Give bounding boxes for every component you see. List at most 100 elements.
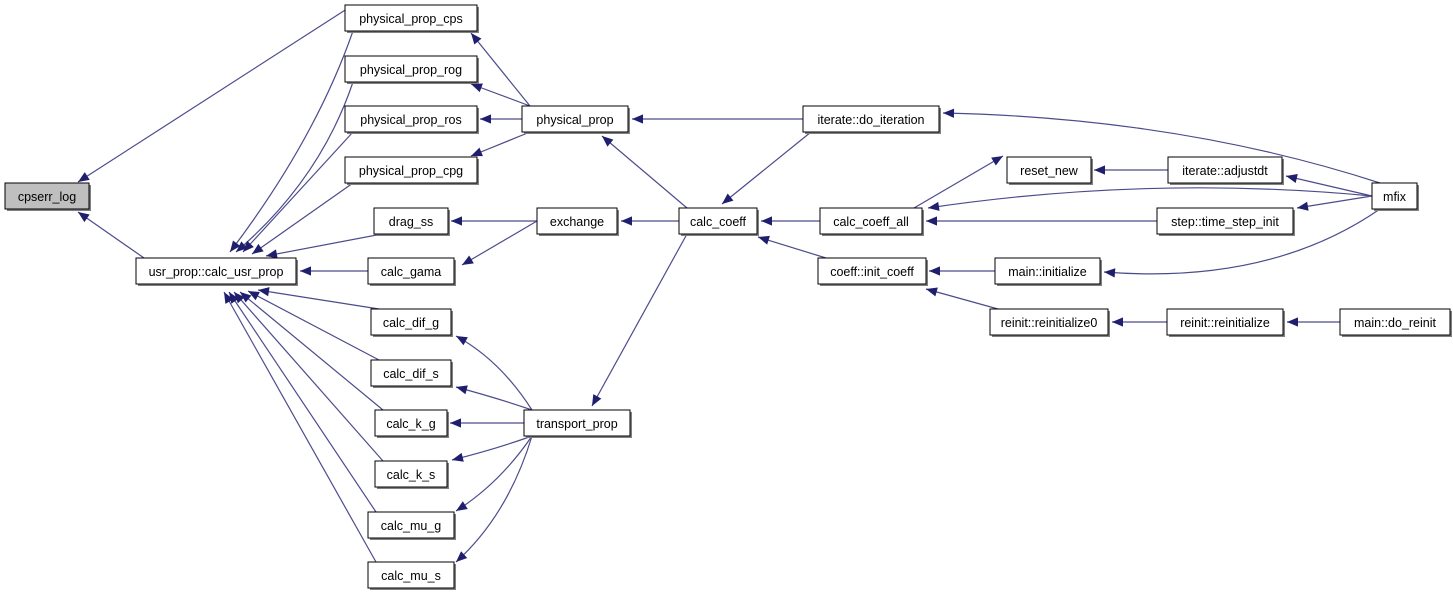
node-calc_coeff_all[interactable]: calc_coeff_all [819, 207, 924, 236]
edge-arrowhead [1286, 174, 1298, 183]
node-rect[interactable] [802, 105, 940, 133]
edge-path [223, 291, 377, 563]
node-main_initialize[interactable]: main::initialize [994, 257, 1102, 286]
edge-arrowhead [758, 235, 770, 245]
node-rect[interactable] [819, 207, 923, 235]
edge-path [925, 288, 999, 310]
edge-arrowhead [929, 266, 940, 276]
node-physical_prop[interactable]: physical_prop [521, 105, 630, 134]
node-rect[interactable] [1006, 156, 1092, 184]
node-usr_prop_calc_usr_prop[interactable]: usr_prop::calc_usr_prop [135, 257, 298, 286]
edge-arrowhead [602, 136, 614, 147]
node-transport_prop[interactable]: transport_prop [523, 409, 632, 438]
node-rect[interactable] [344, 55, 478, 83]
node-exchange[interactable]: exchange [536, 207, 619, 236]
node-drag_ss[interactable]: drag_ss [373, 207, 450, 236]
node-reinit_reinitialize[interactable]: reinit::reinitialize [1166, 308, 1285, 337]
node-calc_k_g[interactable]: calc_k_g [374, 409, 449, 438]
edge-path [455, 435, 533, 512]
node-rect[interactable] [1371, 182, 1418, 210]
node-rect[interactable] [989, 308, 1109, 336]
node-rect[interactable] [523, 409, 631, 437]
node-cpserr_log[interactable]: cpserr_log [4, 182, 91, 211]
edge-arrowhead [78, 212, 90, 223]
node-label: physical_prop_cps [359, 12, 463, 26]
edge-path [228, 291, 377, 513]
edge-physical_prop-to-physical_prop_ros [480, 114, 522, 124]
node-rect[interactable] [374, 409, 448, 437]
node-calc_gama[interactable]: calc_gama [367, 257, 456, 286]
node-rect[interactable] [374, 460, 448, 488]
edge-transport_prop-to-calc_k_g [450, 418, 524, 428]
edge-path [451, 435, 533, 461]
node-rect[interactable] [1166, 308, 1284, 336]
node-rect[interactable] [817, 257, 927, 285]
edge-path [77, 211, 145, 259]
node-calc_coeff[interactable]: calc_coeff [678, 207, 759, 236]
node-calc_k_s[interactable]: calc_k_s [374, 460, 449, 489]
edge-arrowhead [456, 336, 468, 346]
node-physical_prop_ros[interactable]: physical_prop_ros [344, 105, 479, 134]
node-rect[interactable] [367, 561, 455, 589]
node-rect[interactable] [994, 257, 1101, 285]
node-rect[interactable] [373, 207, 449, 235]
node-label: transport_prop [536, 417, 617, 431]
node-rect[interactable] [367, 511, 455, 539]
edge-transport_prop-to-calc_mu_s [455, 435, 533, 563]
node-main_do_reinit[interactable]: main::do_reinit [1339, 308, 1452, 337]
node-coeff_init_coeff[interactable]: coeff::init_coeff [817, 257, 928, 286]
node-rect[interactable] [370, 359, 452, 387]
node-calc_dif_g[interactable]: calc_dif_g [370, 308, 453, 337]
edge-arrowhead [234, 292, 245, 304]
edge-arrowhead [471, 33, 482, 45]
node-rect[interactable] [135, 257, 297, 285]
edge-calc_coeff-to-transport_prop [591, 233, 688, 407]
node-step_time_step_init[interactable]: step::time_step_init [1156, 207, 1295, 236]
node-rect[interactable] [1167, 156, 1283, 184]
edge-arrowhead [224, 292, 234, 304]
node-rect[interactable] [367, 257, 455, 285]
edge-calc_k_g-to-usr_prop_calc_usr_prop [239, 291, 384, 411]
node-physical_prop_cpg[interactable]: physical_prop_cpg [344, 156, 479, 185]
node-physical_prop_rog[interactable]: physical_prop_rog [344, 55, 479, 84]
node-reinit_reinitialize0[interactable]: reinit::reinitialize0 [989, 308, 1110, 337]
node-calc_dif_s[interactable]: calc_dif_s [370, 359, 453, 388]
node-iterate_do_iteration[interactable]: iterate::do_iteration [802, 105, 941, 134]
node-label: main::initialize [1008, 265, 1087, 279]
node-rect[interactable] [344, 4, 478, 32]
edge-calc_gama-to-usr_prop_calc_usr_prop [300, 266, 368, 276]
node-label: calc_mu_s [381, 569, 441, 583]
edge-calc_dif_g-to-usr_prop_calc_usr_prop [257, 287, 380, 310]
node-physical_prop_cps[interactable]: physical_prop_cps [344, 4, 479, 33]
edge-calc_coeff_all-to-reset_new [913, 155, 1004, 209]
edge-arrowhead [456, 501, 468, 511]
node-label: calc_k_g [386, 417, 435, 431]
edge-arrowhead [943, 108, 955, 118]
edge-path [235, 81, 354, 253]
node-rect[interactable] [536, 207, 618, 235]
node-calc_mu_g[interactable]: calc_mu_g [367, 511, 456, 540]
node-reset_new[interactable]: reset_new [1006, 156, 1093, 185]
node-iterate_adjustdt[interactable]: iterate::adjustdt [1167, 156, 1284, 185]
edge-path [1296, 195, 1373, 209]
edge-physical_prop-to-physical_prop_rog [470, 83, 531, 107]
node-rect[interactable] [4, 182, 90, 210]
node-calc_mu_s[interactable]: calc_mu_s [367, 561, 456, 590]
node-rect[interactable] [1156, 207, 1294, 235]
edge-path [757, 236, 827, 259]
edge-arrowhead [452, 452, 464, 462]
node-rect[interactable] [678, 207, 758, 235]
edge-arrowhead [248, 291, 260, 301]
node-rect[interactable] [344, 156, 478, 184]
edge-physical_prop-to-physical_prop_cps [470, 32, 531, 107]
edge-path [242, 131, 354, 253]
edge-main_initialize-to-coeff_init_coeff [929, 266, 995, 276]
node-rect[interactable] [344, 105, 478, 133]
edge-arrowhead [722, 193, 734, 204]
node-mfix[interactable]: mfix [1371, 182, 1419, 211]
node-rect[interactable] [521, 105, 629, 133]
node-rect[interactable] [370, 308, 452, 336]
node-rect[interactable] [1339, 308, 1451, 336]
